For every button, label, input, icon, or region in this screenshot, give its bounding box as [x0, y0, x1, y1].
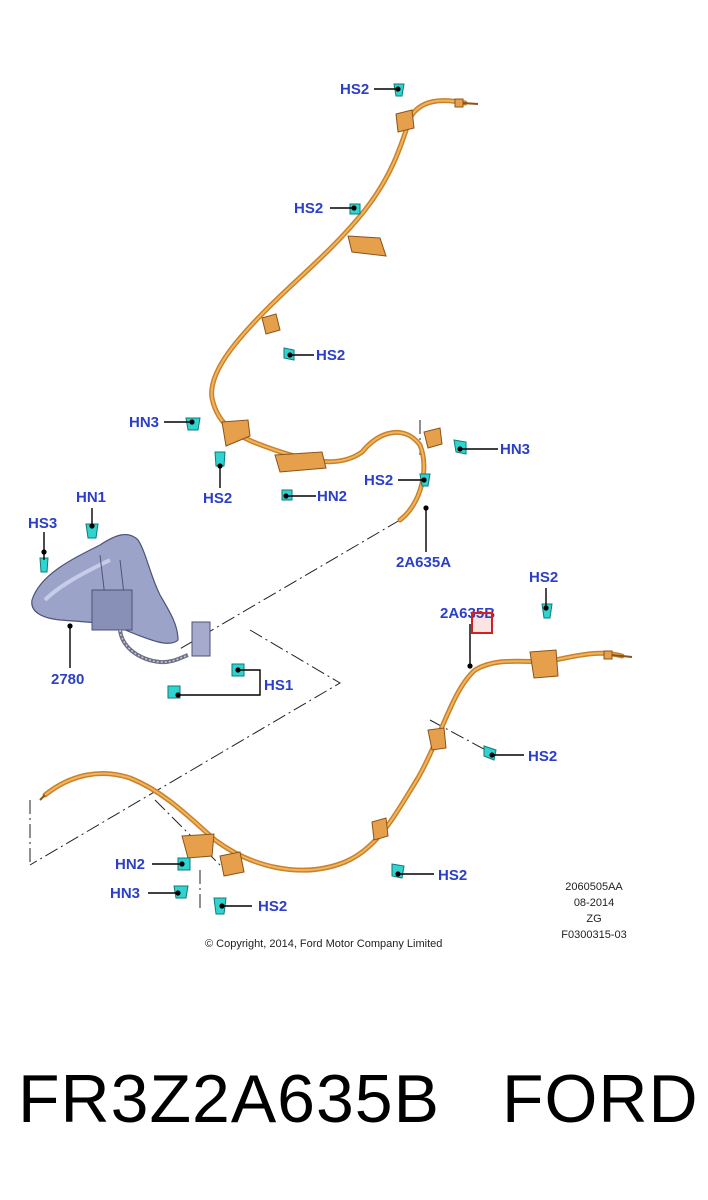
- label-part-2780[interactable]: 2780: [51, 671, 84, 688]
- label-hn3-lower[interactable]: HN3: [110, 885, 140, 902]
- label-hs1[interactable]: HS1: [264, 677, 293, 694]
- brand-name: FORD: [502, 1061, 699, 1137]
- routing-lines: [29, 420, 496, 910]
- label-hs3[interactable]: HS3: [28, 515, 57, 532]
- label-hs2-lower-left[interactable]: HS2: [203, 490, 232, 507]
- label-part-2a635a[interactable]: 2A635A: [396, 554, 451, 571]
- label-hs2-right-lower[interactable]: HS2: [528, 748, 557, 765]
- leader-lines: [43, 88, 547, 907]
- meta-region: ZG: [586, 913, 601, 925]
- label-hs2-bottom[interactable]: HS2: [258, 898, 287, 915]
- label-hn2-lower[interactable]: HN2: [115, 856, 145, 873]
- meta-figure: F0300315-03: [561, 929, 626, 941]
- label-hs2-bottom-right[interactable]: HS2: [438, 867, 467, 884]
- label-hn3-left[interactable]: HN3: [129, 414, 159, 431]
- label-hn1[interactable]: HN1: [76, 489, 106, 506]
- copyright-notice: © Copyright, 2014, Ford Motor Company Li…: [205, 938, 442, 950]
- part-highlight-box: [471, 612, 493, 634]
- label-hs2-mid[interactable]: HS2: [316, 347, 345, 364]
- parts-diagram: HS2 HS2 HS2 HN3 HN3 HS2 HN2 HS2 HN1 HS3 …: [28, 81, 633, 950]
- label-part-2a635b[interactable]: 2A635B: [440, 605, 495, 622]
- cable-brackets: [181, 109, 559, 877]
- leader-dots: [41, 86, 549, 909]
- label-hs2-right-top[interactable]: HS2: [529, 569, 558, 586]
- part-number: FR3Z2A635B: [18, 1061, 440, 1137]
- diagram-metadata: 2060505AA 08-2014 ZG F0300315-03: [561, 881, 626, 941]
- label-hs2-top[interactable]: HS2: [340, 81, 369, 98]
- handbrake-lever-assembly[interactable]: [31, 533, 211, 665]
- cable-2a635a[interactable]: [209, 98, 479, 523]
- label-hn3-right[interactable]: HN3: [500, 441, 530, 458]
- label-hn2-upper[interactable]: HN2: [317, 488, 347, 505]
- meta-date: 08-2014: [574, 897, 614, 909]
- label-hs2-right-mid[interactable]: HS2: [364, 472, 393, 489]
- callout-labels: HS2 HS2 HS2 HN3 HN3 HS2 HN2 HS2 HN1 HS3 …: [28, 81, 558, 915]
- meta-code: 2060505AA: [565, 881, 623, 893]
- footer: FR3Z2A635B FORD: [0, 1060, 708, 1160]
- label-hs2-upper[interactable]: HS2: [294, 200, 323, 217]
